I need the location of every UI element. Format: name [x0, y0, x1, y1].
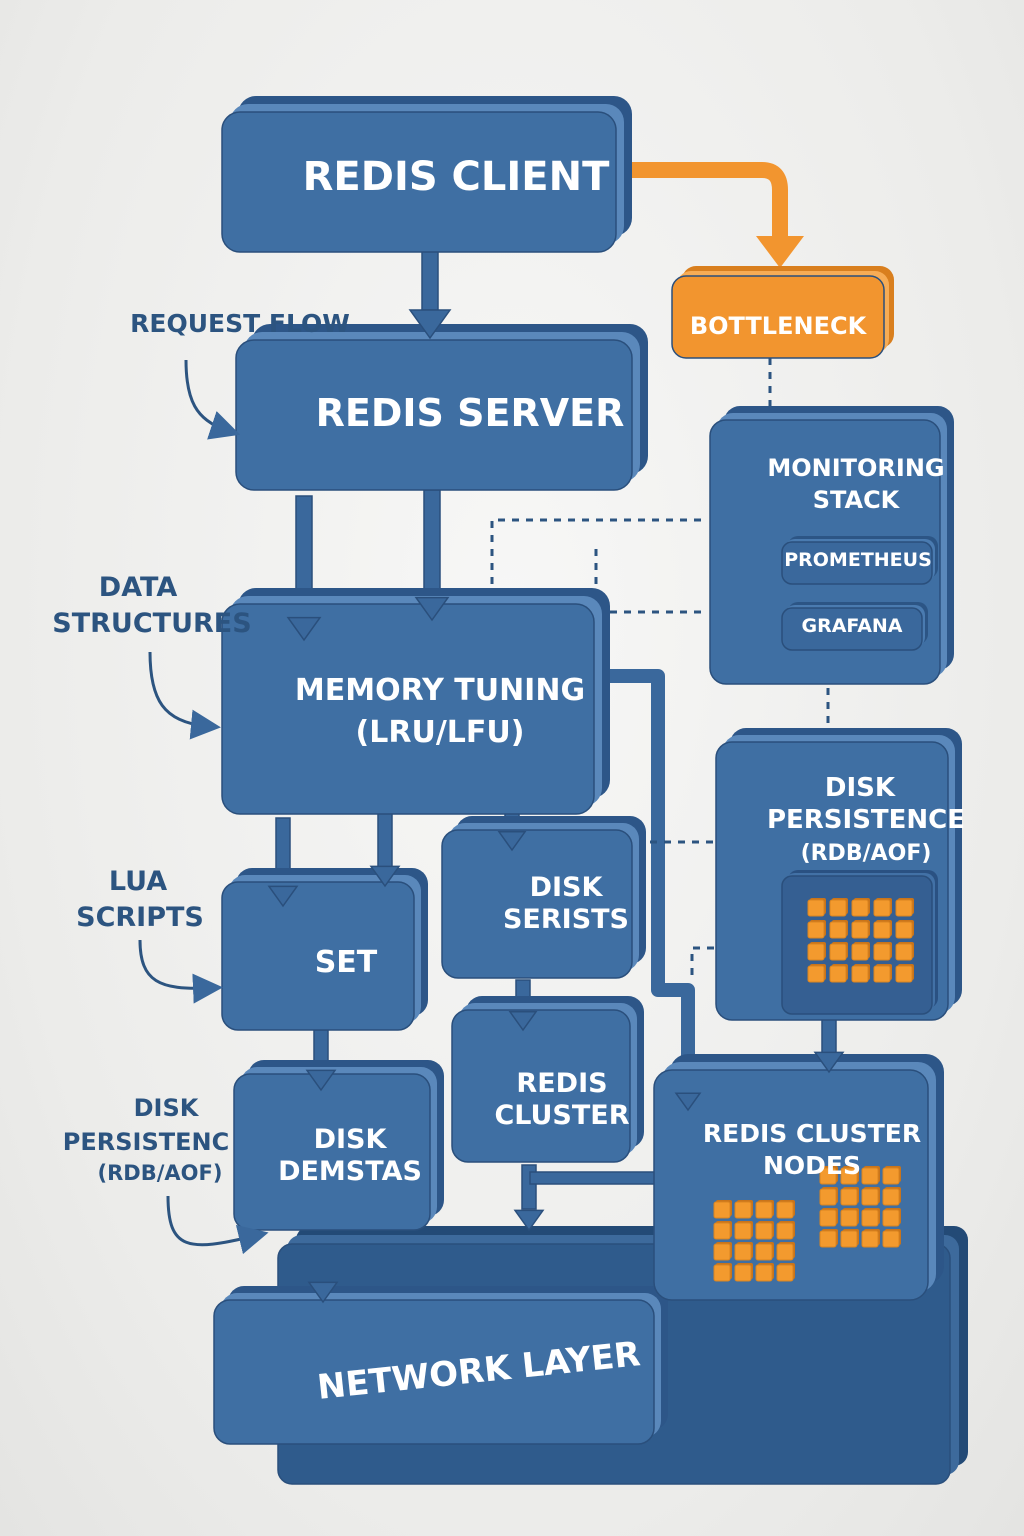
redis-server-label: REDIS SERVER	[316, 391, 625, 435]
disk-persistence-label: DISK	[825, 773, 896, 803]
arrow-layer	[267, 309, 845, 1304]
arrow-down-icon	[369, 865, 401, 888]
side-labels: REQUEST FLOW DATA STRUCTURES LUA SCRIPTS…	[52, 309, 350, 1185]
disk-persistenc-sublabel: PERSISTENC	[63, 1128, 229, 1156]
disk-persistenc-detail: (RDB/AOF)	[98, 1161, 223, 1185]
arrow-down-icon	[513, 1209, 545, 1232]
prometheus-chip	[781, 536, 938, 585]
redis-cluster-label: REDIS	[516, 1068, 607, 1099]
redis-client-box	[221, 96, 632, 253]
disk-persistenc-label: DISK	[134, 1094, 200, 1122]
disk-demstas-label: DISK	[314, 1124, 388, 1155]
network-layer-box	[213, 1286, 668, 1445]
disk-serists-sublabel: SERISTS	[503, 904, 629, 935]
arrow-down-icon	[508, 1011, 538, 1032]
disk-persistence-detail: (RDB/AOF)	[801, 841, 932, 866]
grid-block-icon	[713, 1200, 795, 1282]
request-flow-label: REQUEST FLOW	[130, 309, 350, 338]
disk-serists-box	[441, 816, 646, 979]
set-label: SET	[315, 945, 378, 980]
disk-serists-label: DISK	[530, 872, 604, 903]
grid-layer	[713, 898, 914, 1282]
arrow-down-icon	[674, 1092, 702, 1112]
arrow-down-icon	[408, 309, 452, 340]
arrow-down-icon	[497, 831, 527, 852]
redis-server-box	[235, 324, 648, 491]
memory-tuning-sublabel: (LRU/LFU)	[356, 715, 525, 750]
arrow-down-icon	[813, 1051, 845, 1074]
disk-demstas-sublabel: DEMSTAS	[278, 1156, 422, 1187]
grafana-label: GRAFANA	[801, 615, 902, 637]
bottleneck-box	[671, 266, 894, 359]
boxes-layer	[213, 96, 968, 1485]
arrow-down-icon	[414, 596, 450, 622]
curved-arrow-icon	[138, 359, 269, 1255]
monitoring-stack-label: MONITORING	[767, 454, 944, 482]
disk-persistence-sublabel: PERSISTENCE	[767, 805, 965, 835]
arrow-down-icon	[286, 616, 322, 642]
prometheus-label: PROMETHEUS	[784, 549, 932, 571]
orange-arrow-icon	[612, 162, 804, 268]
lua-scripts-label: LUA	[109, 866, 167, 897]
lua-scripts-sublabel: SCRIPTS	[76, 902, 204, 933]
data-structures-label: DATA	[99, 572, 178, 603]
bottleneck-label: BOTTLENECK	[690, 312, 868, 340]
redis-cluster-box	[451, 996, 644, 1163]
memory-tuning-label: MEMORY TUNING	[295, 673, 585, 708]
monitoring-stack-sublabel: STACK	[813, 486, 901, 514]
arrow-down-icon	[307, 1281, 339, 1304]
disk-demstas-box	[233, 1060, 444, 1231]
grid-block-icon	[807, 898, 914, 983]
data-structures-sublabel: STRUCTURES	[52, 608, 251, 639]
redis-client-label: REDIS CLIENT	[303, 154, 610, 200]
grid-block-icon	[819, 1166, 901, 1248]
redis-cluster-sublabel: CLUSTER	[494, 1100, 629, 1131]
grafana-chip	[781, 602, 928, 651]
memory-tuning-box	[221, 588, 610, 815]
arrow-down-icon	[267, 885, 299, 908]
arrow-down-icon	[305, 1069, 337, 1092]
redis-cluster-nodes-label: REDIS CLUSTER	[703, 1119, 921, 1148]
redis-cluster-nodes-sublabel: NODES	[763, 1151, 861, 1180]
